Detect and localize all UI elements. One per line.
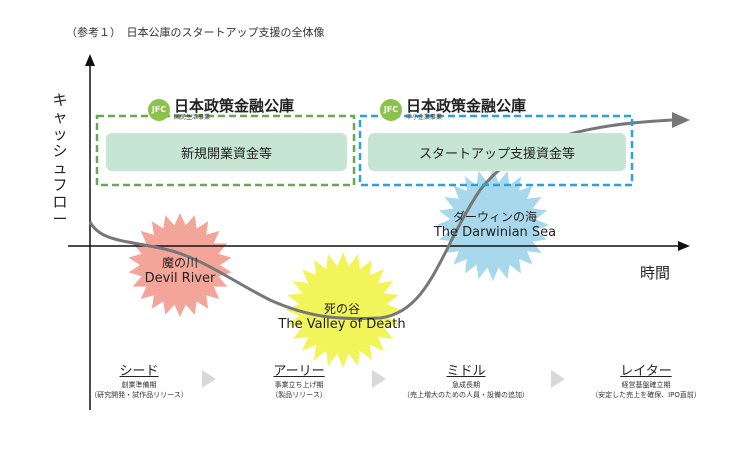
stage-arrow-2 <box>372 370 386 388</box>
y-axis-arrowhead <box>85 54 95 66</box>
org-name: 日本政策金融公庫 <box>174 97 295 115</box>
y-axis-label: キ ャ ッ シ ュ フ ロ ー <box>52 91 68 228</box>
devil-river-label: 魔の川 Devil River <box>144 256 216 286</box>
jfc-logo-1: JFC 日本政策金融公庫 国民生活事業 <box>148 98 294 121</box>
jfc-badge-icon: JFC <box>380 98 402 121</box>
program-new-business-fund: 新規開業資金等 <box>106 133 347 171</box>
valley-of-death-label: 死の谷 The Valley of Death <box>278 302 406 332</box>
jfc-badge-icon: JFC <box>148 98 170 121</box>
program-startup-support-fund: スタートアップ支援資金等 <box>368 133 626 171</box>
x-axis-label: 時間 <box>640 264 671 282</box>
stage-middle: ミドル 急成長期 （売上増大のための人員・設備の追加） <box>403 364 529 399</box>
stage-arrow-1 <box>202 370 216 388</box>
stage-arrow-3 <box>551 370 565 388</box>
darwinian-sea-burst <box>437 169 549 281</box>
valley-of-death-burst <box>285 252 401 368</box>
stage-later: レイター 経営基盤確立期 （安定した売上を確保、IPO直前） <box>591 364 701 399</box>
x-axis-arrowhead <box>678 241 690 251</box>
stage-early: アーリー 事業立ち上げ期 （製品リリース） <box>271 364 327 399</box>
page-caption: （参考１） 日本公庫のスタートアップ支援の全体像 <box>66 26 325 39</box>
org-division: 中小企業事業 <box>406 114 443 121</box>
stage-seed: シード 創業準備期 （研究開発・試作品リリース） <box>90 364 188 399</box>
support-box-2-border <box>358 114 634 187</box>
devil-river-burst <box>128 213 232 317</box>
darwinian-sea-label: ダーウィンの海 The Darwinian Sea <box>433 210 557 240</box>
support-box-1-border <box>95 114 356 187</box>
org-division: 国民生活事業 <box>174 114 211 121</box>
cashflow-arrowhead <box>672 112 690 128</box>
org-name: 日本政策金融公庫 <box>406 97 527 115</box>
jfc-logo-2: JFC 日本政策金融公庫 中小企業事業 <box>380 98 526 121</box>
